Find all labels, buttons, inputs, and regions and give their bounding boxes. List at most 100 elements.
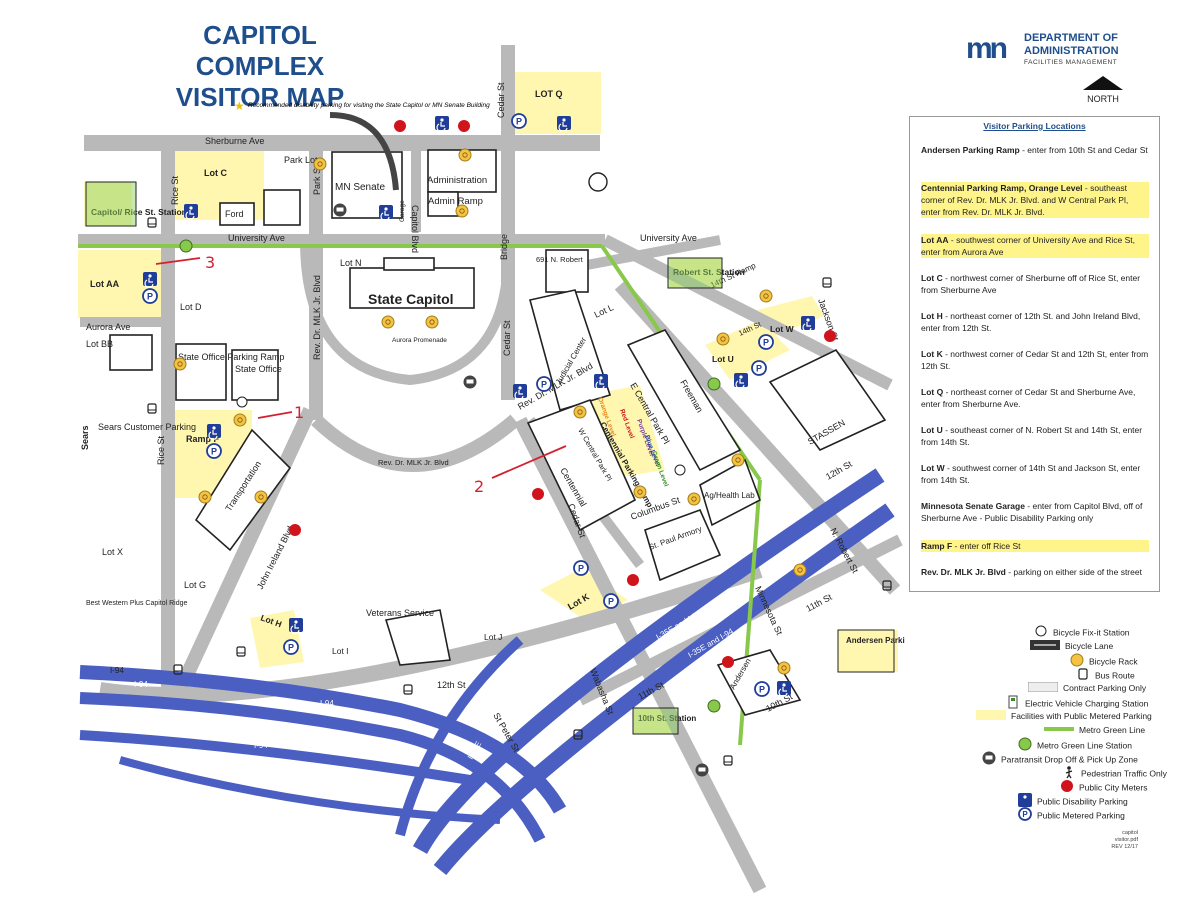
street-aurora: Aurora Ave bbox=[86, 322, 130, 332]
bike-rack-icon bbox=[455, 204, 469, 218]
bike-fixit-icon bbox=[588, 172, 608, 192]
parking-location-name: Rev. Dr. MLK Jr. Blvd bbox=[921, 567, 1006, 577]
legend-key-label: Paratransit Drop Off & Pick Up Zone bbox=[1001, 754, 1138, 765]
bike-rack-icon bbox=[254, 490, 268, 504]
legend-key-green-line: Metro Green Line bbox=[1044, 723, 1145, 737]
bus-icon bbox=[403, 684, 413, 695]
disability-parking-icon[interactable] bbox=[288, 617, 304, 635]
metered-parking-icon: P bbox=[1018, 807, 1032, 825]
disability-parking-icon[interactable] bbox=[183, 203, 199, 221]
lot-g-label: Lot G bbox=[184, 580, 206, 590]
lot-n-label: Lot N bbox=[340, 258, 362, 268]
legend-key-pedestrian: Pedestrian Traffic Only bbox=[1062, 765, 1167, 779]
parking-location-entry: Ramp F - enter off Rice St bbox=[921, 540, 1149, 552]
lot-aa-label: Lot AA bbox=[90, 279, 120, 289]
bus-icon bbox=[1076, 667, 1090, 685]
bike-rack-icon bbox=[573, 405, 587, 419]
capitol-complex-map[interactable]: P bbox=[0, 0, 905, 901]
green-station-icon bbox=[707, 377, 721, 391]
star-note: Recommended disability parking for visit… bbox=[248, 102, 490, 109]
metered-parking-icon[interactable] bbox=[758, 334, 774, 350]
disability-parking-icon[interactable] bbox=[733, 372, 749, 390]
legend-key-city-meter: Public City Meters bbox=[1060, 779, 1148, 793]
parking-location-directions: - enter from Capitol Blvd, off of Sherbu… bbox=[921, 501, 1143, 523]
visitor-parking-header: Visitor Parking Locations bbox=[983, 121, 1086, 131]
metered-parking-icon[interactable] bbox=[142, 288, 158, 304]
disability-parking-icon[interactable] bbox=[776, 680, 792, 698]
veterans-service-label: Veterans Service bbox=[366, 608, 434, 618]
disability-parking-icon[interactable] bbox=[800, 315, 816, 333]
parking-location-name: Centennial Parking Ramp, Orange Level bbox=[921, 183, 1083, 193]
parking-location-name: Lot W bbox=[921, 463, 945, 473]
ag-health-label: Ag/Health Lab bbox=[704, 491, 755, 500]
highway-i94-c: I-94 bbox=[254, 741, 268, 750]
street-cedar-north: Cedar St bbox=[502, 320, 512, 356]
city-meter-icon bbox=[627, 574, 639, 586]
legend-key-contract-parking: Contract Parking Only bbox=[1027, 681, 1146, 695]
parking-location-entry: Centennial Parking Ramp, Orange Level - … bbox=[921, 182, 1149, 218]
metered-facility-icon bbox=[976, 709, 1006, 724]
disability-parking-icon[interactable] bbox=[206, 423, 222, 441]
highway-i35e-a: I-35E bbox=[511, 680, 532, 697]
andersen-ramp-label: Andersen Parking Ramp bbox=[846, 636, 905, 645]
bus-icon bbox=[723, 755, 733, 766]
bike-rack-icon bbox=[716, 332, 730, 346]
legend-key-label: Public Metered Parking bbox=[1037, 810, 1125, 821]
parking-location-directions: - southeast corner of N. Robert St and 1… bbox=[921, 425, 1143, 447]
metered-parking-icon[interactable] bbox=[603, 593, 619, 609]
disability-parking-icon[interactable] bbox=[378, 204, 394, 222]
disability-parking-icon[interactable] bbox=[434, 115, 450, 133]
disability-parking-icon[interactable] bbox=[142, 271, 158, 289]
parking-location-directions: - southeast corner of Rev. Dr. MLK Jr. B… bbox=[921, 183, 1129, 217]
mn-senate-label: MN Senate bbox=[335, 182, 385, 193]
parking-location-name: Lot U bbox=[921, 425, 943, 435]
metered-parking-icon[interactable] bbox=[283, 639, 299, 655]
bike-rack-icon bbox=[777, 661, 791, 675]
highway-i94-b: I-94 bbox=[320, 699, 334, 708]
disability-parking-icon[interactable] bbox=[593, 373, 609, 391]
metered-parking-icon[interactable] bbox=[754, 681, 770, 697]
parking-location-entry: Lot K - northwest corner of Cedar St and… bbox=[921, 348, 1149, 372]
metered-parking-icon[interactable] bbox=[536, 376, 552, 392]
street-sears: Sears bbox=[80, 425, 90, 450]
disability-parking-icon[interactable] bbox=[556, 115, 572, 133]
legend-key-bus: Bus Route bbox=[1076, 667, 1135, 681]
street-cedar-top: Cedar St bbox=[496, 82, 506, 118]
parking-location-name: Lot AA bbox=[921, 235, 949, 245]
metered-parking-icon[interactable] bbox=[206, 443, 222, 459]
lot-d-label: Lot D bbox=[180, 302, 202, 312]
lot-q-label: LOT Q bbox=[535, 89, 563, 99]
legend-key-label: Public Disability Parking bbox=[1037, 796, 1128, 807]
street-mlk-west: Rev. Dr. MLK Jr. Blvd bbox=[312, 275, 322, 360]
disability-parking-icon[interactable] bbox=[512, 383, 528, 401]
street-rice-south: Rice St bbox=[156, 435, 166, 465]
department-logo: mn DEPARTMENT OF ADMINISTRATION FACILITI… bbox=[966, 28, 1146, 98]
highway-i94-e: I-94 bbox=[290, 783, 304, 792]
lot-i-label: Lot I bbox=[332, 646, 349, 656]
bike-rack-icon bbox=[233, 413, 247, 427]
legend-key-label: Metro Green Line bbox=[1079, 725, 1146, 735]
street-12th-east: 12th St bbox=[824, 459, 854, 482]
legend-key-green-station: Metro Green Line Station bbox=[1018, 737, 1132, 751]
logo-line2: ADMINISTRATION bbox=[1024, 45, 1119, 57]
legend-key-label: Bicycle Rack bbox=[1089, 656, 1138, 667]
map-title-line1: CAPITOL COMPLEX bbox=[195, 20, 325, 81]
green-line-icon bbox=[1044, 724, 1074, 738]
bike-lane-icon bbox=[1030, 639, 1060, 654]
green-station-icon bbox=[179, 239, 193, 253]
bike-rack-icon bbox=[633, 485, 647, 499]
bus-icon bbox=[822, 277, 832, 288]
annotation-1: 1 bbox=[294, 403, 304, 422]
highway-i35e-b: I-35E bbox=[466, 740, 483, 761]
highway-i94-a: I-94 bbox=[134, 680, 148, 689]
legend-key-bike-lane: Bicycle Lane bbox=[1030, 639, 1113, 653]
metered-parking-icon[interactable] bbox=[511, 113, 527, 129]
legend-key-bike-rack: Bicycle Rack bbox=[1070, 653, 1138, 667]
lot-l-label: Lot L bbox=[593, 302, 615, 320]
metered-parking-icon[interactable] bbox=[573, 560, 589, 576]
lot-c-label: Lot C bbox=[204, 168, 227, 178]
parking-location-name: Lot Q bbox=[921, 387, 944, 397]
logo-line1: DEPARTMENT OF bbox=[1024, 32, 1118, 44]
street-bridge: Bridge bbox=[499, 234, 509, 260]
metered-parking-icon[interactable] bbox=[751, 360, 767, 376]
